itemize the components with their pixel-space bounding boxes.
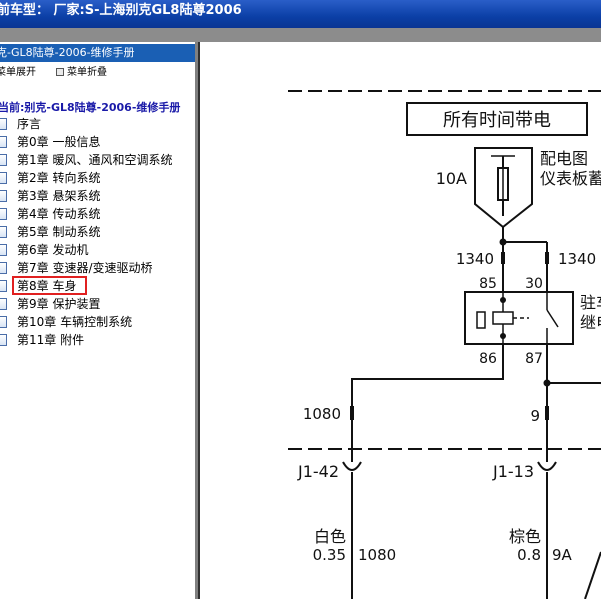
document-icon [0, 280, 7, 292]
tree-root-label[interactable]: 当前:别克-GL8陆尊-2006-维修手册 [0, 101, 181, 114]
document-icon [0, 298, 7, 310]
right-wire-gauge: 0.8 [517, 546, 541, 564]
wire-1080-label: 1080 [303, 405, 341, 423]
right-wire-color: 棕色 [509, 527, 541, 546]
toolbar-area [0, 28, 601, 42]
pin-30-label: 30 [525, 276, 543, 292]
wire-1340-right: 1340 [558, 250, 596, 268]
tree-item[interactable]: 第11章 附件 [0, 331, 195, 349]
document-icon [0, 262, 7, 274]
pin-87-label: 87 [525, 351, 543, 367]
tree-item[interactable]: 第5章 制动系统 [0, 223, 195, 241]
document-icon [0, 154, 7, 166]
collapse-all-button[interactable]: 菜单折叠 [56, 66, 107, 80]
document-icon [0, 334, 7, 346]
left-wire-gauge: 0.35 [313, 546, 346, 564]
tree-item-label: 第4章 传动系统 [17, 207, 101, 221]
wire-86-to-j1-42 [351, 344, 504, 462]
selection-highlight [12, 276, 87, 295]
wiring-diagram-panel: 所有时间带电 10A 配电图 仪表板蓄 1340 1340 85 30 驻车 [198, 42, 601, 599]
tree-item-label: 第8章 车身 [17, 279, 77, 293]
tree-item[interactable]: 第0章 一般信息 [0, 133, 195, 151]
tree-item-label: 第1章 暖风、通风和空调系统 [17, 153, 173, 167]
power-source-box [406, 102, 588, 136]
relay-node-bottom [500, 333, 506, 339]
connector-j1-13-label: J1-13 [492, 462, 534, 481]
left-wire-circuit: 1080 [358, 546, 396, 564]
document-icon [0, 136, 7, 148]
tree-item[interactable]: 第4章 传动系统 [0, 205, 195, 223]
fuse-location-line2: 仪表板蓄 [540, 169, 601, 188]
expand-all-label: 菜单展开 [0, 67, 36, 78]
tree-item[interactable]: 第9章 保护装置 [0, 295, 195, 313]
expand-all-button[interactable]: 菜单展开 [0, 66, 36, 80]
relay-coil [492, 311, 514, 325]
pin-85-label: 85 [479, 276, 497, 292]
tree-item-label: 第7章 变速器/变速驱动桥 [17, 261, 153, 275]
right-wire-circuit: 9A [552, 546, 573, 564]
fuse-rating: 10A [436, 169, 467, 188]
relay-label-line1: 驻车 [580, 293, 601, 312]
collapse-icon [56, 68, 64, 76]
document-icon [0, 244, 7, 256]
fuse-location-line1: 配电图 [540, 149, 588, 168]
pin-86-label: 86 [479, 351, 497, 367]
collapse-all-label: 菜单折叠 [67, 67, 107, 78]
tree-item[interactable]: 序言 [0, 115, 195, 133]
tree-toolbar: 菜单展开 菜单折叠 [0, 66, 195, 80]
wire-marker-9 [545, 406, 549, 420]
tree-item[interactable]: 第2章 转向系统 [0, 169, 195, 187]
wire-9-label: 9 [530, 407, 540, 425]
tree-item[interactable]: 第8章 车身 [0, 276, 195, 295]
wiring-diagram: 所有时间带电 10A 配电图 仪表板蓄 1340 1340 85 30 驻车 [288, 90, 601, 599]
wire-marker-left [501, 252, 505, 264]
navigation-tree-panel: 克-GL8陆尊-2006-维修手册 菜单展开 菜单折叠 当前:别克-GL8陆尊-… [0, 42, 196, 599]
connector-j1-42-label: J1-42 [297, 462, 339, 481]
document-icon [0, 118, 7, 130]
tree-item-label: 第3章 悬架系统 [17, 189, 101, 203]
document-icon [0, 172, 7, 184]
tree-header: 克-GL8陆尊-2006-维修手册 [0, 44, 195, 62]
wire-marker-1080 [350, 406, 354, 420]
relay-switch-arm [546, 309, 559, 328]
power-source-label: 所有时间带电 [443, 110, 551, 131]
tree-item-label: 第2章 转向系统 [17, 171, 101, 185]
splice-point [499, 238, 507, 246]
wire-right-edge [584, 551, 601, 599]
tree-item-label: 第10章 车辆控制系统 [17, 315, 133, 329]
tree-item-label: 序言 [17, 117, 42, 131]
tree-item[interactable]: 第7章 变速器/变速驱动桥 [0, 259, 195, 277]
tree-item-label: 第11章 附件 [17, 333, 85, 347]
tree-item-label: 第0章 一般信息 [17, 135, 101, 149]
tree-item[interactable]: 第10章 车辆控制系统 [0, 313, 195, 331]
document-icon [0, 226, 7, 238]
wire-marker-right [545, 252, 549, 264]
connector-j1-13-symbol [537, 461, 557, 471]
document-icon [0, 316, 7, 328]
tree-item[interactable]: 第6章 发动机 [0, 241, 195, 259]
relay-coil-left [476, 311, 486, 329]
document-icon [0, 190, 7, 202]
window-title: 前车型： 厂家:S-上海别克GL8陆尊2006 [0, 3, 242, 18]
left-wire-color: 白色 [314, 527, 346, 546]
wire-1340-left: 1340 [456, 250, 494, 268]
connector-j1-42-symbol [342, 461, 362, 471]
tree-item-label: 第9章 保护装置 [17, 297, 101, 311]
document-icon [0, 208, 7, 220]
relay-label-line2: 继电 [580, 313, 601, 332]
tree-item-label: 第5章 制动系统 [17, 225, 101, 239]
relay-node-top [500, 297, 506, 303]
chapter-list: 序言第0章 一般信息第1章 暖风、通风和空调系统第2章 转向系统第3章 悬架系统… [0, 115, 195, 349]
tree-item-label: 第6章 发动机 [17, 243, 89, 257]
title-bar: 前车型： 厂家:S-上海别克GL8陆尊2006 [0, 0, 601, 28]
tree-item[interactable]: 第3章 悬架系统 [0, 187, 195, 205]
tree-header-label: 克-GL8陆尊-2006-维修手册 [0, 46, 135, 59]
tree-item[interactable]: 第1章 暖风、通风和空调系统 [0, 151, 195, 169]
